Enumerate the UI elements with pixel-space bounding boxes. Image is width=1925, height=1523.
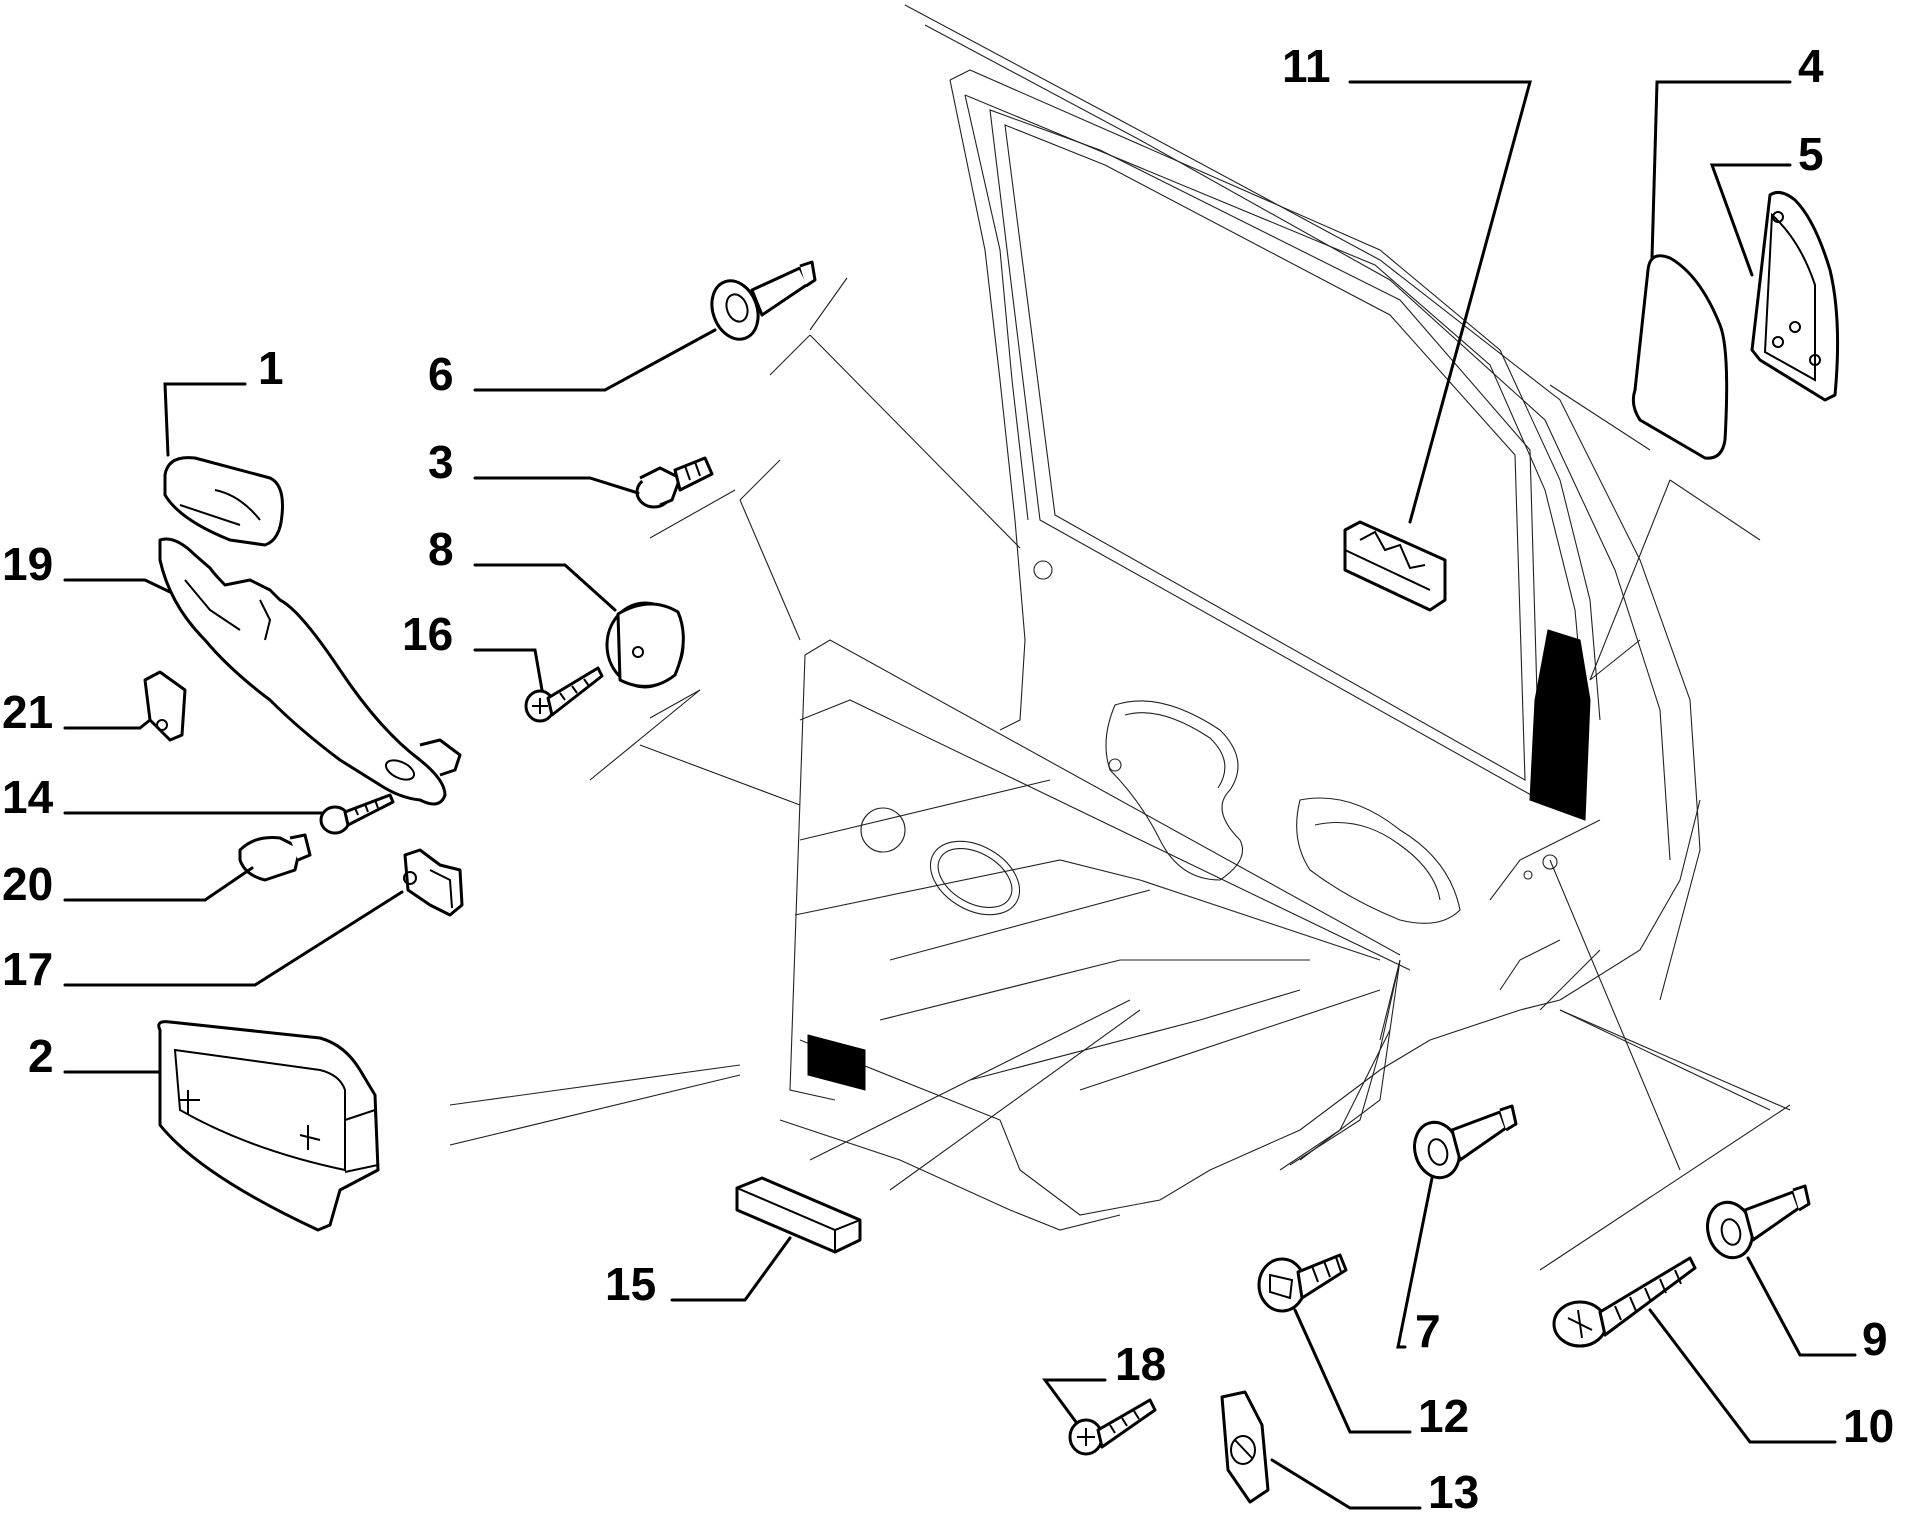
callout-2: 2: [28, 1030, 54, 1082]
door-panel-outline: [449, 4, 1791, 1271]
callout-14: 14: [2, 771, 54, 823]
part-20-plug: [238, 833, 312, 882]
part-16-screw: [524, 666, 604, 723]
part-9-pin: [1706, 1184, 1811, 1260]
callout-9: 9: [1862, 1313, 1888, 1365]
callout-4: 4: [1798, 40, 1824, 92]
leader-lines: [63, 80, 1857, 1510]
part-17-bracket: [403, 848, 464, 917]
part-2-reflector: [157, 1020, 380, 1232]
callout-15: 15: [605, 1258, 656, 1310]
part-14-screw: [319, 793, 395, 835]
part-3-bolt: [635, 456, 714, 509]
callout-18: 18: [1115, 1338, 1166, 1390]
part-1-handle-cover: [163, 456, 284, 547]
part-13-cage-nut: [1220, 1390, 1270, 1504]
callout-12: 12: [1418, 1390, 1469, 1442]
part-19-handle-bracket: [158, 537, 462, 806]
callout-16: 16: [402, 608, 453, 660]
callout-20: 20: [2, 858, 53, 910]
callout-21: 21: [2, 686, 53, 738]
reflector-location-black: [807, 1034, 866, 1091]
callout-8: 8: [428, 523, 454, 575]
part-15-foam-pad: [735, 1176, 862, 1254]
callout-7: 7: [1415, 1305, 1441, 1357]
part-18-screw: [1068, 1398, 1157, 1456]
callout-5: 5: [1798, 128, 1824, 180]
callout-1: 1: [258, 342, 284, 394]
callout-13: 13: [1428, 1466, 1479, 1518]
part-12-flange-screw: [1257, 1253, 1348, 1313]
callout-3: 3: [428, 436, 454, 488]
part-6-pin: [710, 260, 817, 341]
part-5-bracket-plate: [1750, 190, 1840, 402]
part-10-long-screw: [1552, 1256, 1697, 1348]
rubber-strip-black: [1529, 629, 1591, 821]
part-11-guide: [1343, 520, 1447, 612]
part-7-pin: [1413, 1104, 1518, 1180]
callout-10: 10: [1843, 1400, 1894, 1452]
callout-19: 19: [2, 538, 53, 590]
part-21-clip: [143, 670, 187, 742]
callout-numbers: 11 4 5 1 6 3 8 16 19 21 14 20 17 2 15 7 …: [2, 40, 1894, 1518]
part-8-bumper: [605, 601, 685, 689]
part-4-seal-panel: [1631, 254, 1729, 460]
callout-17: 17: [2, 943, 53, 995]
callout-11: 11: [1282, 40, 1331, 92]
callout-6: 6: [428, 348, 454, 400]
